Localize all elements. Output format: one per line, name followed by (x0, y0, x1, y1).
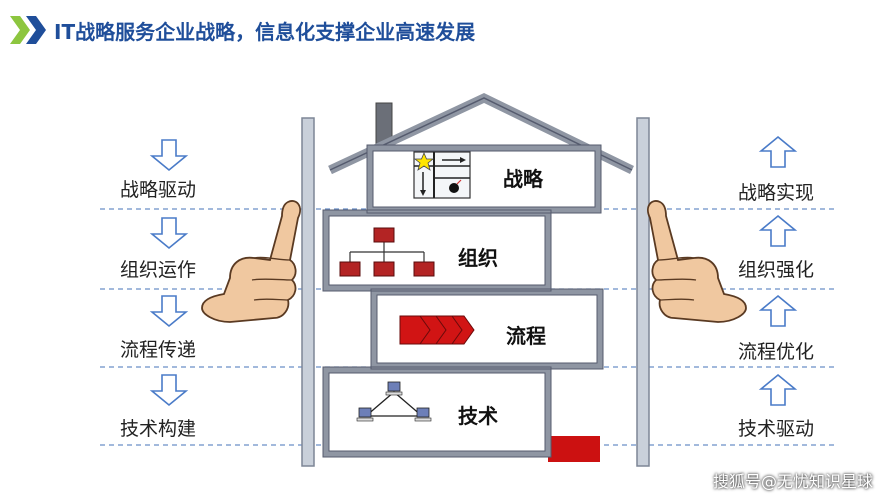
right-post (636, 117, 650, 467)
right-label-organization-strengthen: 组织强化 (737, 259, 815, 281)
floor-box-organization (323, 210, 551, 291)
red-base-block (548, 436, 600, 462)
title-bar: IT战略服务企业战略，信息化支撑企业高速发展 (8, 10, 878, 50)
left-label-strategy-drive: 战略驱动 (119, 179, 197, 201)
process-chevrons-icon (399, 315, 475, 345)
double-chevron-icon (10, 16, 46, 44)
down-arrow-icon (149, 374, 189, 407)
floor-label-technology: 技术 (458, 404, 498, 428)
floor-label-strategy: 战略 (503, 167, 543, 191)
org-chart-icon (339, 227, 435, 277)
watermark: 搜狐号@无忧知识星球 (712, 472, 873, 491)
up-arrow-icon (758, 135, 798, 168)
left-post (301, 117, 315, 467)
strategy-map-icon (413, 151, 471, 199)
floor-box-strategy (367, 145, 601, 213)
right-label-technology-drive: 技术驱动 (737, 418, 815, 440)
down-arrow-icon (149, 295, 189, 328)
up-arrow-icon (758, 294, 798, 327)
thumbs-up-left-icon (201, 200, 301, 323)
left-label-technology-build: 技术构建 (119, 418, 197, 440)
floor-label-organization: 组织 (458, 246, 498, 270)
left-down-arrows (149, 139, 189, 407)
network-icon (356, 381, 432, 422)
page-title: IT战略服务企业战略，信息化支撑企业高速发展 (54, 20, 476, 44)
left-label-process-delivery: 流程传递 (119, 339, 197, 361)
thumbs-up-right-icon (647, 200, 747, 323)
left-label-organization-operation: 组织运作 (119, 259, 197, 281)
floor-box-technology (323, 367, 551, 457)
down-arrow-icon (149, 139, 189, 172)
right-up-arrows (758, 135, 798, 406)
right-label-strategy-realize: 战略实现 (737, 182, 815, 204)
up-arrow-icon (758, 214, 798, 247)
right-label-process-optimize: 流程优化 (737, 341, 815, 363)
down-arrow-icon (149, 217, 189, 250)
floor-label-process: 流程 (506, 324, 546, 348)
up-arrow-icon (758, 373, 798, 406)
